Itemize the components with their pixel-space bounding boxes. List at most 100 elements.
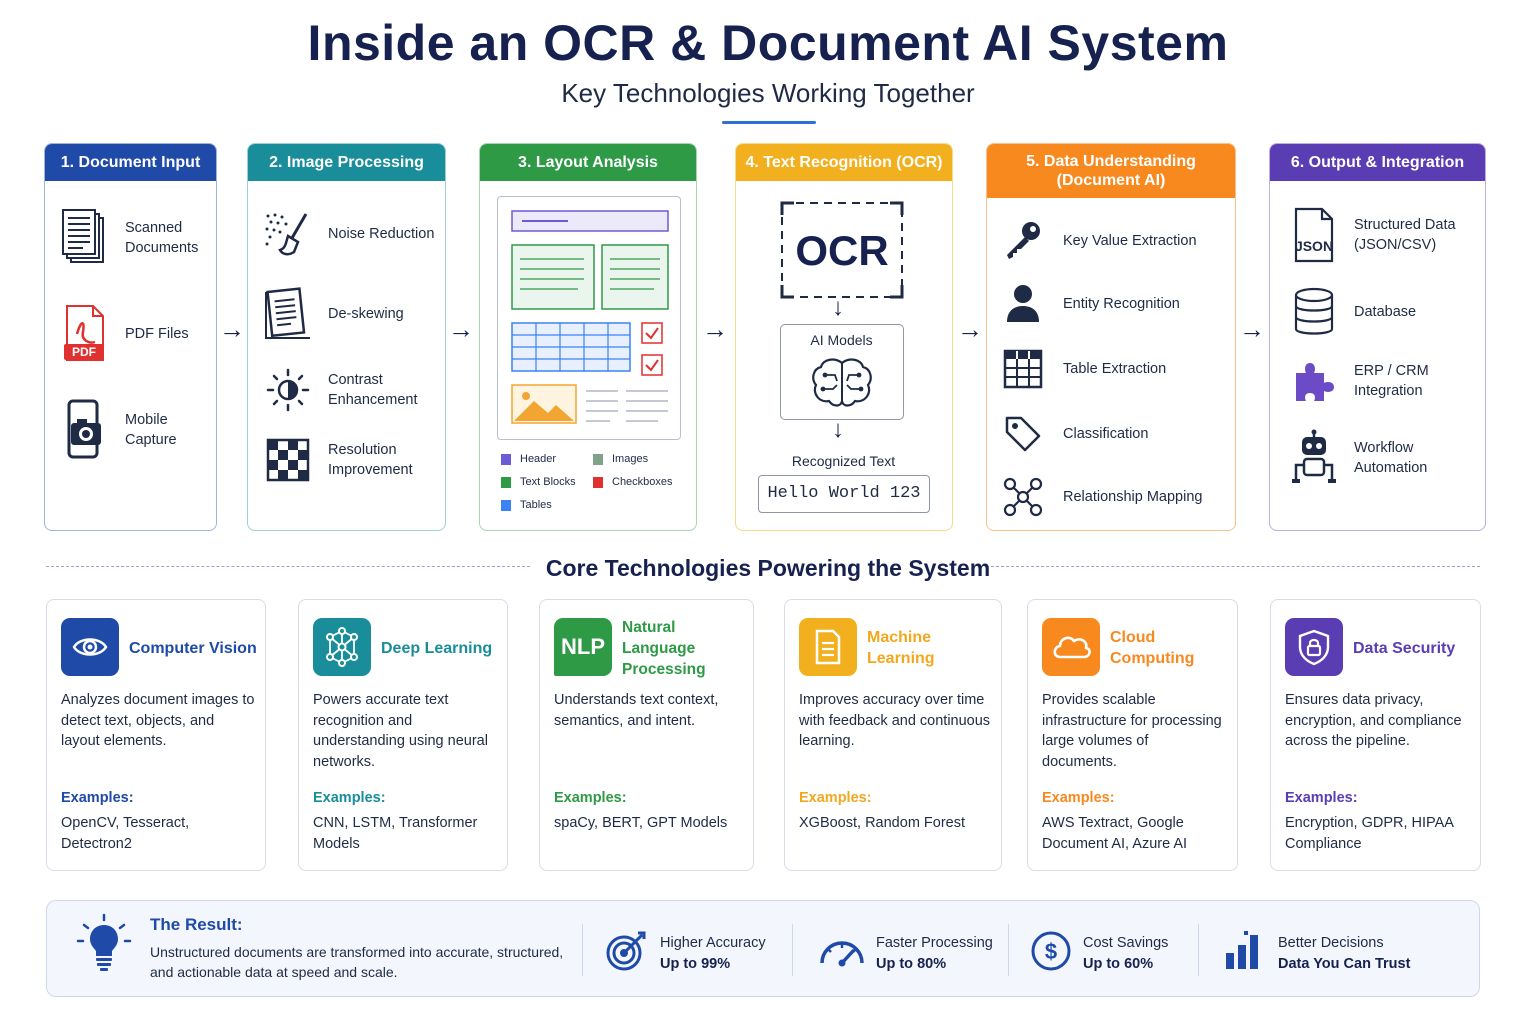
stage-title: 4. Text Recognition (OCR) xyxy=(736,144,952,181)
stat-value: Data You Can Trust xyxy=(1278,955,1411,972)
ai-models-label: AI Models xyxy=(810,332,873,348)
resolution-grid-icon xyxy=(262,436,314,484)
examples-value: CNN, LSTM, Transformer Models xyxy=(313,815,478,852)
contrast-sun-icon xyxy=(262,366,314,414)
legend-swatch xyxy=(501,499,511,511)
item-label: Noise Reduction xyxy=(328,226,435,242)
flow-arrow-icon: → xyxy=(219,314,245,344)
json-file-icon: JSON xyxy=(1288,207,1340,263)
item-key-value-extraction: Key Value Extraction xyxy=(997,219,1197,263)
examples-value: spaCy, BERT, GPT Models xyxy=(554,815,728,831)
item-workflow-automation: Workflow Automation xyxy=(1288,429,1427,487)
down-arrow-icon: ↓ xyxy=(832,416,844,443)
cloud-icon xyxy=(1042,618,1100,676)
stage-image-processing: 2. Image Processing Noise Reduction De-s… xyxy=(247,143,446,531)
item-contrast-enhancement: Contrast Enhancement xyxy=(262,366,417,414)
shield-lock-icon xyxy=(1285,618,1343,676)
speedometer-icon xyxy=(818,929,866,978)
card-title: Data Security xyxy=(1353,639,1456,657)
card-computer-vision: Computer Vision Analyzes document images… xyxy=(46,599,266,871)
legend-images: Images xyxy=(593,453,648,465)
neural-network-icon xyxy=(313,618,371,676)
item-resolution-improvement: Resolution Improvement xyxy=(262,436,413,484)
card-deep-learning: Deep Learning Powers accurate text recog… xyxy=(298,599,508,871)
svg-text:JSON: JSON xyxy=(1295,238,1333,254)
item-label: Scanned Documents xyxy=(125,220,199,256)
item-label: Key Value Extraction xyxy=(1063,233,1197,249)
puzzle-icon xyxy=(1288,357,1340,405)
item-table-extraction: Table Extraction xyxy=(997,347,1166,391)
examples-label: Examples: xyxy=(554,790,627,806)
table-icon xyxy=(997,347,1049,391)
lightbulb-icon xyxy=(74,913,134,978)
card-description: Improves accuracy over time with feedbac… xyxy=(799,692,991,749)
card-description: Ensures data privacy, encryption, and co… xyxy=(1285,692,1462,749)
item-label: Classification xyxy=(1063,426,1149,442)
item-structured-data: JSON Structured Data (JSON/CSV) xyxy=(1288,207,1456,263)
flow-arrow-icon: → xyxy=(957,314,983,344)
item-label: Table Extraction xyxy=(1063,361,1167,377)
stage-title: 3. Layout Analysis xyxy=(480,144,696,181)
item-label: De-skewing xyxy=(328,306,404,322)
database-icon xyxy=(1288,287,1340,337)
card-title: Cloud Computing xyxy=(1110,629,1195,667)
legend-header: Header xyxy=(501,453,556,465)
item-label: Structured Data (JSON/CSV) xyxy=(1354,217,1456,253)
item-label: PDF Files xyxy=(125,326,189,342)
item-relationship-mapping: Relationship Mapping xyxy=(997,475,1202,519)
title-underline xyxy=(722,121,816,124)
divider xyxy=(1008,924,1009,976)
item-label: Workflow Automation xyxy=(1354,440,1428,476)
flow-arrow-icon: → xyxy=(448,314,474,344)
ocr-label: OCR xyxy=(795,227,889,274)
item-label: Relationship Mapping xyxy=(1063,489,1203,505)
dollar-icon: $ xyxy=(1030,929,1072,978)
stage-title: 5. Data Understanding (Document AI) xyxy=(987,144,1235,198)
legend-text-blocks: Text Blocks xyxy=(501,476,576,488)
card-description: Understands text context, semantics, and… xyxy=(554,692,719,729)
item-label: Database xyxy=(1354,304,1417,320)
examples-value: XGBoost, Random Forest xyxy=(799,815,966,831)
card-machine-learning: Machine Learning Improves accuracy over … xyxy=(784,599,1002,871)
examples-label: Examples: xyxy=(1285,790,1358,806)
card-title: Machine Learning xyxy=(867,629,935,667)
examples-label: Examples: xyxy=(61,790,134,806)
scanned-documents-icon xyxy=(59,208,111,268)
recognized-text-label: Recognized Text xyxy=(791,453,896,469)
mobile-camera-icon xyxy=(59,399,111,461)
card-nlp: NLP Natural Language Processing Understa… xyxy=(539,599,754,871)
stat-label: Better Decisions xyxy=(1278,934,1384,951)
bar-chart-icon xyxy=(1222,929,1266,978)
ai-models-box: AI Models xyxy=(780,324,904,420)
section-divider xyxy=(986,566,1480,567)
item-mobile-capture: Mobile Capture xyxy=(59,399,177,461)
item-label: Contrast Enhancement xyxy=(328,372,418,408)
legend-tables: Tables xyxy=(501,499,552,511)
page-title: Inside an OCR & Document AI System xyxy=(307,15,1229,71)
examples-label: Examples: xyxy=(1042,790,1115,806)
brain-icon xyxy=(809,357,875,414)
target-icon xyxy=(604,929,648,978)
item-label: Resolution Improvement xyxy=(328,442,413,478)
stat-value: Up to 60% xyxy=(1083,955,1154,972)
item-database: Database xyxy=(1288,287,1416,337)
document-icon xyxy=(799,618,857,676)
item-pdf-files: PDF PDF Files xyxy=(59,304,189,364)
item-noise-reduction: Noise Reduction xyxy=(262,210,434,258)
stat-label: Higher Accuracy xyxy=(660,934,766,951)
stage-document-input: 1. Document Input Scanned Documents PDF … xyxy=(44,143,217,531)
robot-icon xyxy=(1288,429,1340,487)
item-label: ERP / CRM Integration xyxy=(1354,363,1429,399)
stage-title: 6. Output & Integration xyxy=(1270,144,1485,181)
svg-text:$: $ xyxy=(1045,939,1057,964)
card-title: Computer Vision xyxy=(129,639,257,657)
flow-arrow-icon: → xyxy=(702,314,728,344)
eye-icon xyxy=(61,618,119,676)
core-section-title: Core Technologies Powering the System xyxy=(545,555,991,581)
examples-label: Examples: xyxy=(313,790,386,806)
nlp-badge-text: NLP xyxy=(561,634,605,659)
ocr-scan-frame: OCR xyxy=(780,201,904,299)
